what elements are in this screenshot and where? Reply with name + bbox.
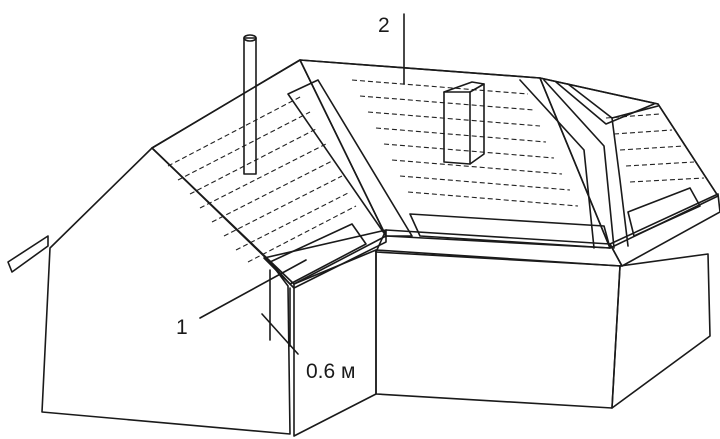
- overlap-dimension-lines: [261, 269, 299, 355]
- shingle-lines-hip: [605, 113, 705, 183]
- shingle-lines-back: [351, 79, 579, 207]
- fascia-left: [263, 229, 387, 289]
- label-1: 1: [176, 316, 188, 339]
- underlay-eave-back: [409, 213, 611, 249]
- fascia-right: [609, 193, 720, 267]
- underlay-valley-strip: [287, 79, 413, 237]
- ridge-line: [151, 59, 719, 197]
- roof-plane-hip: [539, 77, 719, 249]
- hip-ridge-bands: [519, 79, 659, 249]
- callout-line-1: [199, 259, 307, 319]
- roof-plane-left: [151, 59, 387, 285]
- label-overlap: 0.6 м: [306, 360, 355, 383]
- underlay-eave-hip: [627, 187, 701, 237]
- left-eave: [7, 235, 49, 273]
- vent-pipe: [243, 34, 257, 175]
- fascia-front: [375, 229, 623, 267]
- gable-wall-left: [41, 147, 291, 435]
- wall-end: [611, 253, 711, 409]
- wall-right: [375, 249, 621, 409]
- chimney: [443, 81, 485, 165]
- label-2: 2: [378, 14, 390, 37]
